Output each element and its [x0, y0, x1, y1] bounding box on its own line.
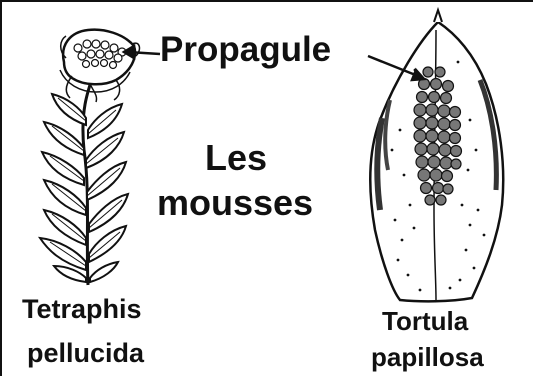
- tetraphis-name-line-2: pellucida: [27, 340, 144, 367]
- propagule-pointer-left: [124, 46, 160, 58]
- tortula-leaf: [370, 10, 503, 301]
- tortula-name-line-1: Tortula: [382, 308, 468, 334]
- title-line-2: mousses: [157, 185, 313, 221]
- propagule-label: Propagule: [160, 32, 331, 67]
- tortula-name-line-2: papillosa: [371, 344, 484, 370]
- tetraphis-name-line-1: Tetraphis: [22, 296, 142, 323]
- tetraphis-plant: [40, 30, 139, 285]
- title-line-1: Les: [205, 140, 267, 176]
